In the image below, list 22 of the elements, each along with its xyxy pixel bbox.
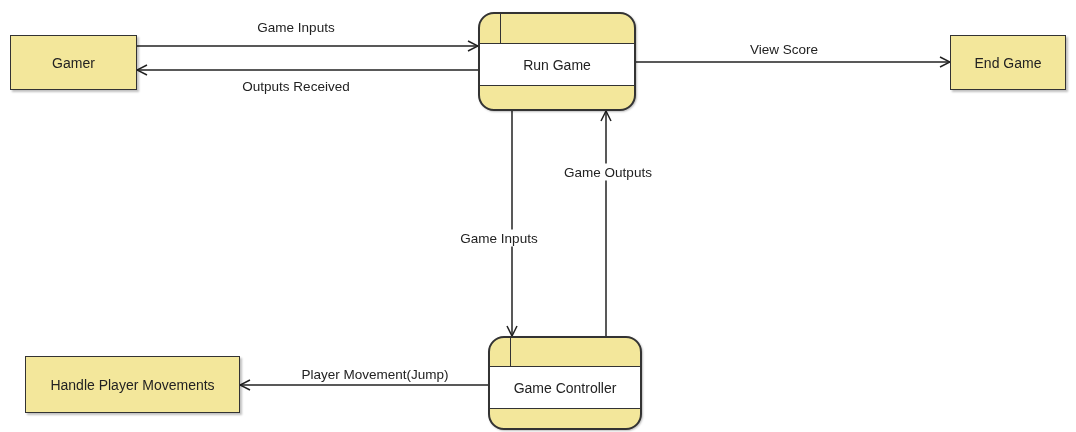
arrow	[136, 64, 479, 76]
edge-label: View Score	[749, 40, 819, 58]
node-label: End Game	[974, 54, 1042, 71]
edge-label: Game Outputs	[562, 163, 654, 181]
node-label: Gamer	[52, 54, 95, 71]
node-label: Handle Player Movements	[50, 376, 215, 393]
entity-box	[25, 356, 240, 413]
edge-label: Game Inputs	[256, 18, 336, 36]
entity-box	[10, 35, 137, 90]
edge-label: Outputs Received	[241, 77, 351, 95]
edge-label: Game Inputs	[458, 229, 540, 247]
node-label: Run Game	[523, 56, 591, 73]
process-box	[478, 12, 636, 111]
process-box	[488, 336, 642, 430]
edge-label: Player Movement(Jump)	[300, 365, 450, 383]
arrow	[136, 40, 479, 52]
arrow	[506, 110, 518, 337]
arrow	[239, 379, 489, 391]
arrow	[600, 110, 612, 337]
node-label: Game Controller	[513, 379, 617, 396]
arrow	[635, 56, 951, 68]
entity-box	[950, 35, 1066, 90]
